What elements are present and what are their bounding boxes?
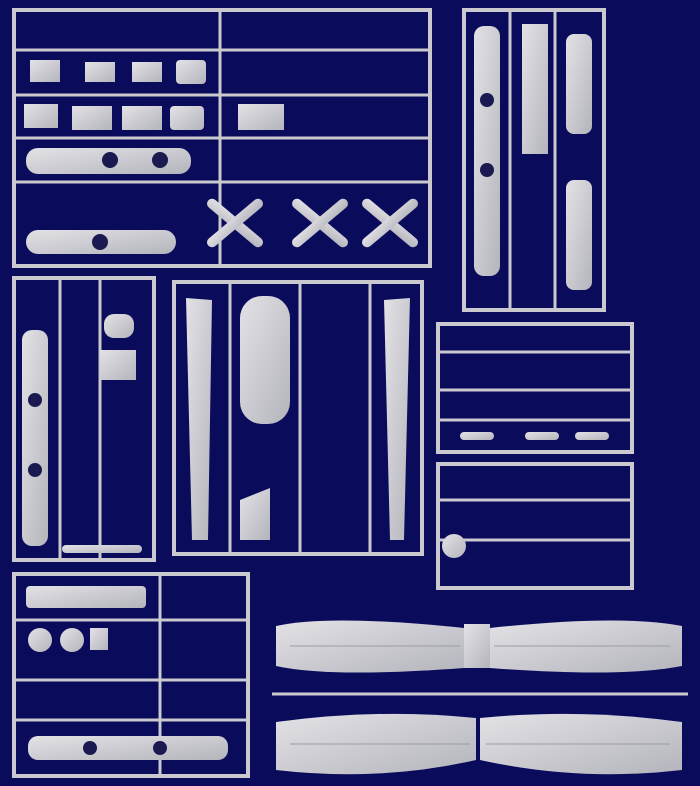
propeller: [207, 198, 263, 248]
fuselage-half: [474, 26, 500, 276]
propeller: [292, 198, 348, 248]
wing-strut-panel: [384, 298, 410, 540]
sprue-frame-f: [436, 462, 634, 590]
propeller: [362, 198, 418, 248]
fuselage-half: [22, 330, 48, 546]
sprue-frame-c: [12, 276, 156, 562]
sprue-frame-d: [172, 280, 424, 556]
sprue-frame-g: [12, 572, 250, 778]
fuselage-half: [28, 736, 228, 760]
upper-wing: [490, 620, 682, 673]
sprue-frame-e: [436, 322, 634, 454]
upper-wing: [276, 620, 464, 673]
sprue-frame-b: [462, 8, 606, 312]
wing-strut-panel: [186, 298, 212, 540]
